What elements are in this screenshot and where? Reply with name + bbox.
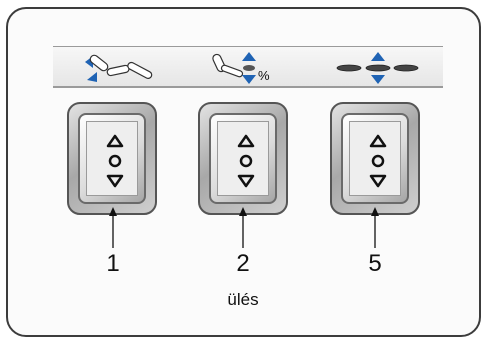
- seat-tilt-percent-icon: %: [212, 52, 270, 84]
- button-1[interactable]: [67, 102, 157, 215]
- up-triangle-icon: [369, 134, 387, 148]
- function-icon-strip: %: [53, 46, 443, 88]
- circle-icon: [239, 154, 253, 168]
- leader-arrow-2: [239, 207, 247, 216]
- label-2: 2: [236, 250, 250, 277]
- circle-icon: [371, 154, 385, 168]
- leader-arrow-1: [109, 207, 117, 216]
- button-2[interactable]: [198, 102, 288, 215]
- down-triangle-icon: [106, 174, 124, 188]
- percent-symbol: %: [258, 68, 270, 83]
- up-triangle-icon: [237, 134, 255, 148]
- seat-height-icon: [336, 52, 419, 84]
- down-triangle-icon: [369, 174, 387, 188]
- backrest-tilt-icon: [85, 54, 153, 82]
- circle-icon: [108, 154, 122, 168]
- down-triangle-icon: [237, 174, 255, 188]
- caption-seat: ülés: [227, 290, 259, 309]
- button-5[interactable]: [330, 102, 420, 215]
- label-5: 5: [368, 250, 382, 277]
- up-triangle-icon: [106, 134, 124, 148]
- leader-lines: [109, 207, 379, 248]
- leader-arrow-5: [371, 207, 379, 216]
- label-1: 1: [106, 250, 120, 277]
